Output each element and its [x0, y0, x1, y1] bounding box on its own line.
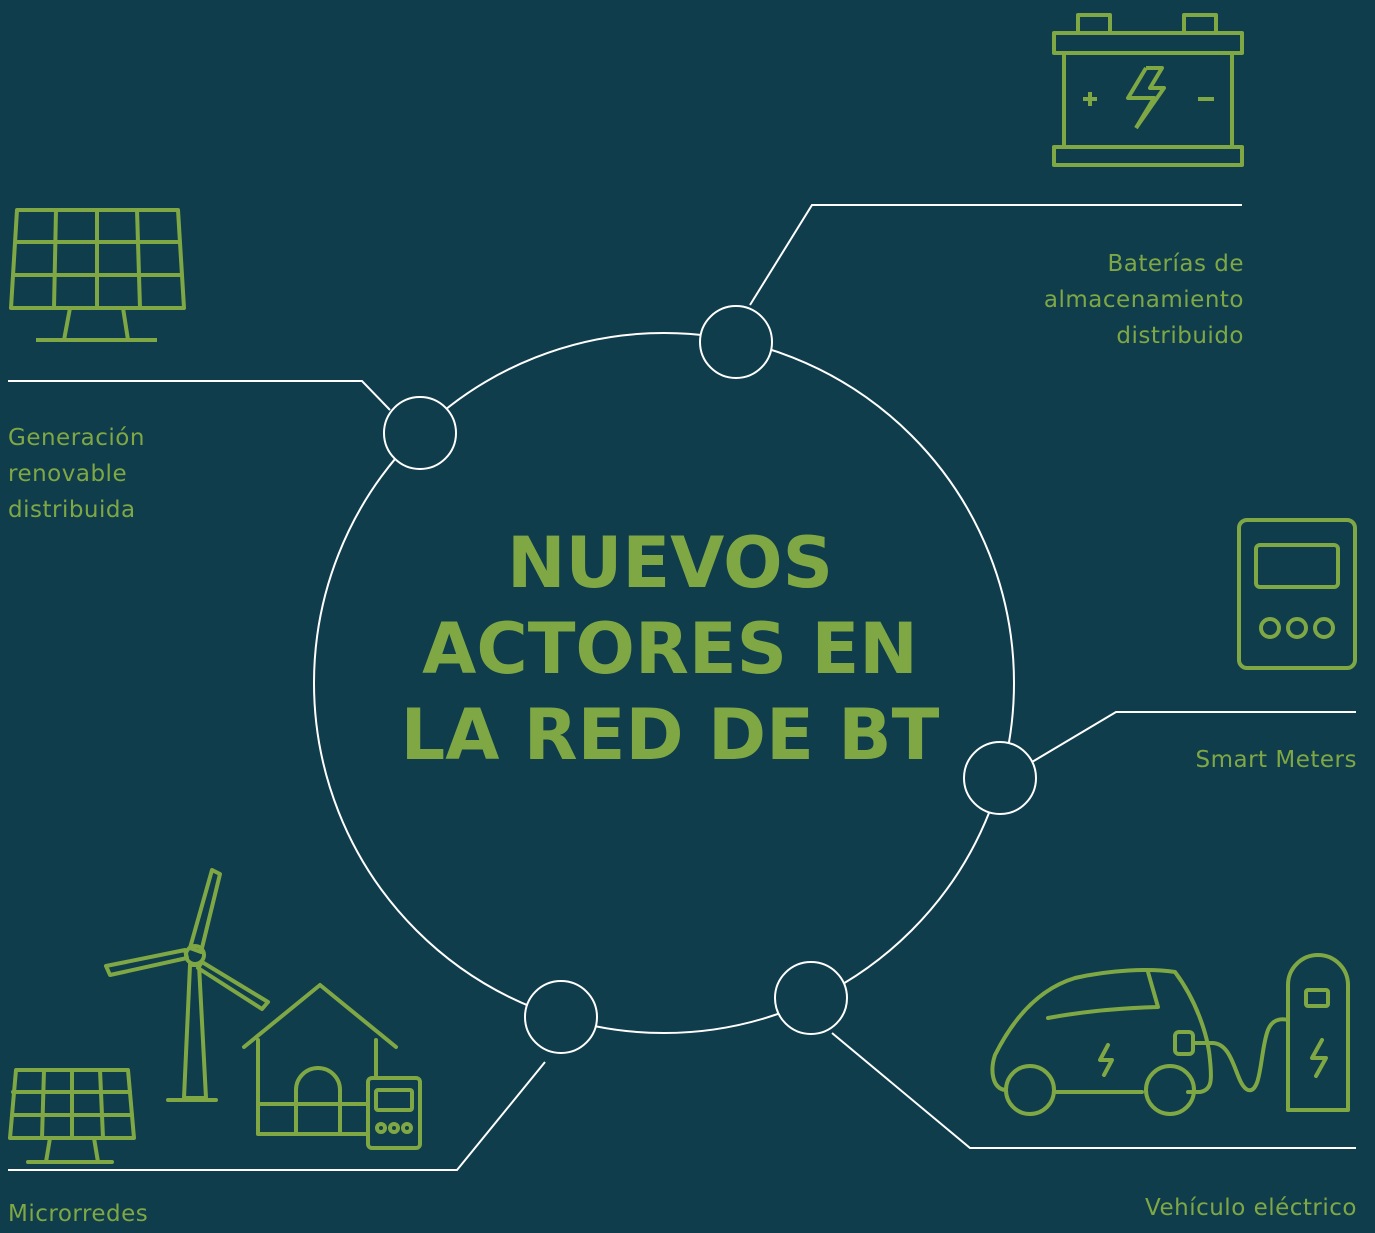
- label-batteries-line-2: almacenamiento: [1043, 287, 1244, 313]
- label-microgrids-text: Microrredes: [8, 1201, 149, 1227]
- label-ev-text: Vehículo eléctrico: [1145, 1195, 1357, 1221]
- node-smart-meters: [963, 741, 1037, 815]
- label-smart-meters-text: Smart Meters: [1195, 747, 1357, 773]
- main-circle: [313, 332, 1015, 1034]
- node-microgrids: [524, 980, 598, 1054]
- label-batteries-line-1: Baterías de: [1107, 251, 1244, 277]
- diagram-title: NUEVOS ACTORES EN LA RED DE BT: [370, 520, 970, 778]
- title-line-2: ACTORES EN: [422, 608, 918, 690]
- node-circles: [383, 305, 1037, 1054]
- microgrid-icon: [8, 868, 422, 1164]
- title-line-1: NUEVOS: [506, 522, 834, 604]
- connector-microgrids: [8, 1061, 546, 1171]
- solar-panel-icon: [9, 208, 186, 342]
- title-line-3: LA RED DE BT: [400, 694, 940, 776]
- connector-lines: [8, 204, 1356, 1171]
- connector-smart-meters: [1031, 711, 1356, 763]
- label-renewable-line-3: distribuida: [8, 497, 136, 523]
- connector-renewable: [8, 380, 391, 411]
- label-renewable-line-2: renovable: [8, 461, 128, 487]
- label-ev: Vehículo eléctrico: [1145, 1190, 1357, 1226]
- label-smart-meters: Smart Meters: [1196, 742, 1358, 778]
- node-renewable: [383, 396, 457, 470]
- label-batteries-line-3: distribuido: [1116, 323, 1244, 349]
- battery-icon: [1052, 13, 1244, 167]
- node-batteries: [699, 305, 773, 379]
- electric-car-charger-icon: [990, 953, 1350, 1116]
- label-batteries: Baterías de almacenamiento distribuido: [1044, 246, 1244, 354]
- label-renewable: Generación renovable distribuida: [8, 420, 145, 528]
- label-renewable-line-1: Generación: [8, 425, 145, 451]
- smart-meter-icon: [1237, 518, 1357, 670]
- node-ev: [774, 961, 848, 1035]
- label-microgrids: Microrredes: [8, 1196, 148, 1232]
- connector-batteries: [749, 204, 1242, 306]
- connector-ev: [831, 1032, 1356, 1149]
